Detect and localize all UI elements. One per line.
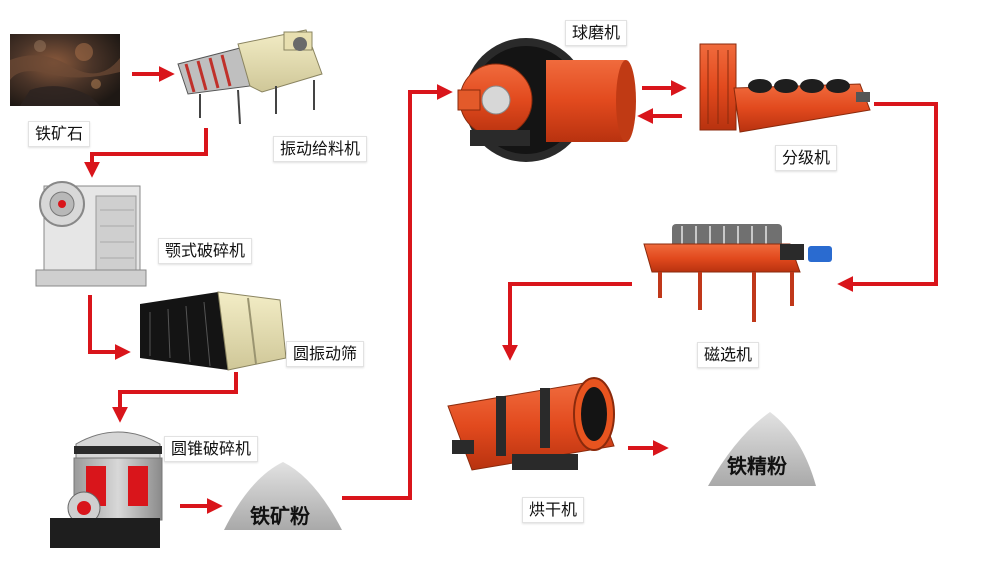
label-magnetic-separator: 磁选机 (697, 342, 760, 368)
arrow-classifier-to-magnetic-separator (837, 102, 938, 292)
arrow-magnetic-separator-to-dryer (502, 282, 632, 361)
arrow-jaw-crusher-to-screen (88, 295, 131, 360)
label-iron-ore: 铁矿石 (28, 121, 91, 147)
flow-arrows (84, 66, 938, 514)
label-iron-concentrate: 铁精粉 (727, 454, 787, 478)
label-vibrating-feeder: 振动给料机 (273, 136, 368, 162)
magnetic-separator-machine (643, 224, 832, 322)
iron-ore-powder-pile (224, 462, 342, 530)
vibrating-feeder-machine (177, 29, 323, 125)
label-iron-ore-powder: 铁矿粉 (250, 504, 310, 528)
iron-ore-image (10, 34, 120, 106)
label-jaw-crusher: 颚式破碎机 (158, 238, 253, 264)
arrow-powder-to-ball-mill (342, 84, 453, 500)
dryer-machine (447, 377, 615, 471)
cone-crusher-machine (50, 431, 163, 548)
label-ball-mill: 球磨机 (565, 20, 628, 46)
label-classifier: 分级机 (775, 145, 838, 171)
arrow-feeder-to-jaw-crusher (84, 128, 208, 178)
label-circular-vibrating-screen: 圆振动筛 (286, 341, 365, 367)
jaw-crusher-machine (35, 181, 147, 287)
arrow-screen-to-cone-crusher (112, 372, 238, 423)
label-cone-crusher: 圆锥破碎机 (164, 436, 259, 462)
classifier-machine (699, 43, 871, 133)
iron-concentrate-pile (708, 412, 816, 486)
circular-vibrating-screen-machine (140, 291, 287, 371)
ball-mill-machine (457, 38, 636, 162)
label-dryer: 烘干机 (522, 497, 585, 523)
